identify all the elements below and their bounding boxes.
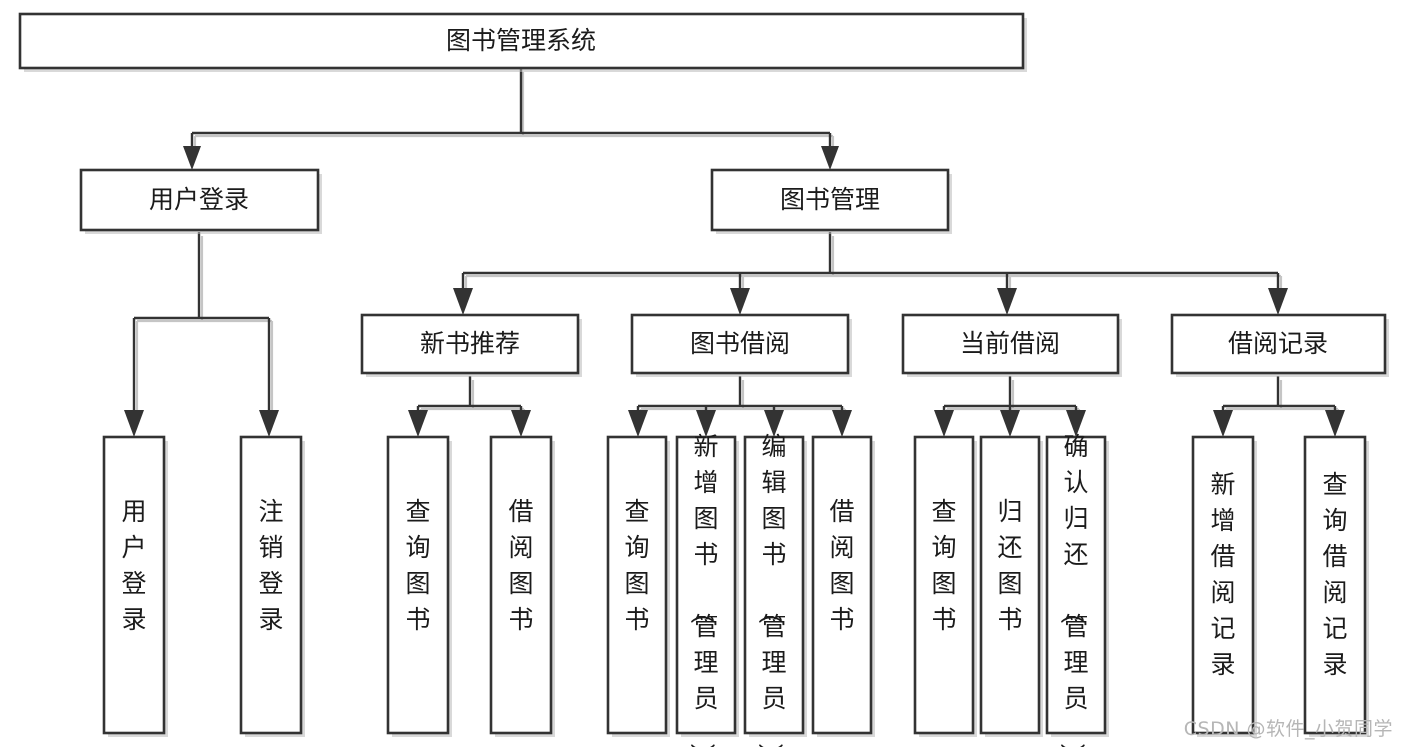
node-book-management[interactable]: 图书管理	[710, 168, 952, 234]
node-leaf-borrow-book-1[interactable]: 借阅图书	[489, 435, 555, 737]
node-user-login-label: 用户登录	[149, 185, 249, 214]
node-leaf-borrow-book-2[interactable]: 借阅图书	[811, 435, 875, 737]
node-root[interactable]: 图书管理系统	[18, 12, 1027, 72]
node-leaf-return-book-label: 归还图书	[997, 497, 1022, 634]
node-borrow-record-label: 借阅记录	[1228, 329, 1328, 358]
arrow-head-leaf-borrow-book-2	[832, 410, 852, 437]
node-user-login[interactable]: 用户登录	[79, 168, 322, 234]
csdn-watermark: CSDN @软件_小贺同学	[1183, 718, 1393, 740]
arrow-head-leaf-add-book	[696, 410, 716, 437]
node-book-borrow[interactable]: 图书借阅	[630, 313, 852, 377]
node-leaf-add-book-label: 新增图书（管理员）	[687, 432, 718, 747]
connector-layer	[124, 68, 1345, 437]
arrow-head-leaf-confirm-return	[1066, 410, 1086, 437]
node-leaf-user-login[interactable]: 用户登录	[102, 435, 168, 737]
arrow-head-book-management	[821, 146, 839, 170]
node-leaf-borrow-book-2-label: 借阅图书	[829, 497, 854, 634]
node-leaf-edit-book[interactable]: 编辑图书（管理员）	[743, 432, 807, 747]
node-leaf-user-logout-label: 注销登录	[258, 497, 283, 634]
connector-new-book-recommend-to-leaves	[408, 376, 531, 437]
arrow-head-book-borrow	[730, 288, 750, 315]
arrow-head-leaf-query-book-3	[934, 410, 954, 437]
node-book-borrow-label: 图书借阅	[690, 329, 790, 358]
arrow-head-leaf-add-record	[1213, 410, 1233, 437]
node-leaf-query-book-1[interactable]: 查询图书	[386, 435, 452, 737]
node-leaf-query-book-3[interactable]: 查询图书	[913, 435, 977, 737]
arrow-head-user-login	[183, 146, 201, 170]
node-root-label: 图书管理系统	[446, 26, 596, 55]
arrow-head-leaf-user-login	[124, 410, 144, 437]
node-leaf-query-book-1-label: 查询图书	[405, 497, 430, 634]
node-book-management-label: 图书管理	[780, 185, 880, 214]
arrow-head-new-book-recommend	[453, 288, 473, 315]
node-leaf-query-record-label: 查询借阅记录	[1322, 470, 1347, 679]
node-leaf-add-book[interactable]: 新增图书（管理员）	[675, 432, 739, 747]
arrow-head-leaf-return-book	[1000, 410, 1020, 437]
node-leaf-add-record[interactable]: 新增借阅记录	[1191, 435, 1257, 737]
arrow-head-leaf-edit-book	[764, 410, 784, 437]
node-new-book-recommend[interactable]: 新书推荐	[360, 313, 582, 377]
node-leaf-confirm-return[interactable]: 确认归还（管理员）	[1045, 432, 1109, 747]
node-new-book-recommend-label: 新书推荐	[420, 329, 520, 358]
arrow-head-leaf-query-record	[1325, 410, 1345, 437]
node-leaf-confirm-return-label: 确认归还（管理员）	[1057, 432, 1088, 747]
node-current-borrow[interactable]: 当前借阅	[901, 313, 1122, 377]
node-leaf-borrow-book-1-label: 借阅图书	[508, 497, 533, 634]
connector-book-borrow-to-leaves	[628, 376, 852, 437]
node-leaf-query-book-2[interactable]: 查询图书	[606, 435, 670, 737]
connector-current-borrow-to-leaves	[934, 376, 1086, 437]
arrow-head-leaf-query-book-2	[628, 410, 648, 437]
node-leaf-edit-book-label: 编辑图书（管理员）	[755, 432, 786, 747]
node-leaf-user-login-label: 用户登录	[121, 497, 146, 634]
connector-user-login-to-leaves	[124, 232, 279, 437]
connector-book-management-to-level3	[453, 232, 1288, 315]
node-borrow-record[interactable]: 借阅记录	[1170, 313, 1389, 377]
node-leaf-add-record-label: 新增借阅记录	[1210, 470, 1235, 679]
arrow-head-leaf-query-book-1	[408, 410, 428, 437]
node-leaf-query-book-3-label: 查询图书	[931, 497, 956, 634]
arrow-head-leaf-user-logout	[259, 410, 279, 437]
connector-borrow-record-to-leaves	[1213, 376, 1345, 437]
node-leaf-user-logout[interactable]: 注销登录	[239, 435, 305, 737]
node-current-borrow-label: 当前借阅	[960, 329, 1060, 358]
node-leaf-query-record[interactable]: 查询借阅记录	[1303, 435, 1369, 737]
connector-root-to-level2	[183, 68, 839, 170]
arrow-head-current-borrow	[997, 288, 1017, 315]
node-leaf-query-book-2-label: 查询图书	[624, 497, 649, 634]
arrow-head-borrow-record	[1268, 288, 1288, 315]
node-leaf-return-book[interactable]: 归还图书	[979, 435, 1043, 737]
arrow-head-leaf-borrow-book-1	[511, 410, 531, 437]
